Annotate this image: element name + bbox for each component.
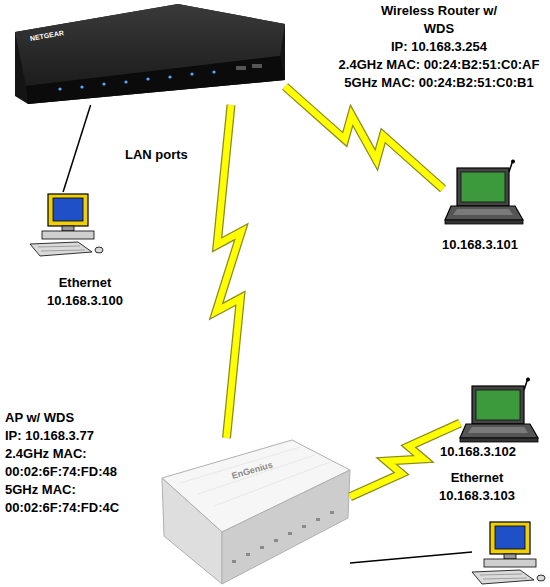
device-detail: 2.4GHz MAC: 00:02:6F:74:FD:48 <box>5 445 155 481</box>
wireless-link <box>285 87 443 189</box>
network-device: 10.168.3.101 <box>443 160 525 232</box>
network-device: Ethernet 10.168.3.100 <box>28 192 106 258</box>
device-detail: IP: 10.168.3.254 <box>330 38 548 56</box>
desktop-pc-icon <box>30 194 103 256</box>
network-device: Ethernet 10.168.3.103 <box>472 520 544 584</box>
device-detail: 2.4GHz MAC: 00:24:B2:51:C0:AF <box>330 56 548 74</box>
wireless-link <box>216 105 241 438</box>
ethernet-cable <box>350 552 472 563</box>
device-name: 10.168.3.102 <box>428 443 528 461</box>
desktop-pc-icon <box>472 522 545 584</box>
laptop-icon <box>460 378 538 443</box>
device-caption: Ethernet 10.168.3.100 <box>40 274 130 310</box>
laptop-icon <box>445 160 523 225</box>
device-caption: Wireless Router w/ WDSIP: 10.168.3.2542.… <box>330 2 548 92</box>
device-name: Wireless Router w/ WDS <box>377 2 502 38</box>
device-caption: Ethernet 10.168.3.103 <box>432 469 522 505</box>
port-label: LAN ports <box>125 146 188 163</box>
device-detail: 5GHz MAC: 00:02:6F:74:FD:4C <box>5 481 155 517</box>
device-caption: 10.168.3.101 <box>430 236 530 254</box>
network-device: Wireless Router w/ WDSIP: 10.168.3.2542.… <box>15 2 285 105</box>
ethernet-cable <box>63 105 91 192</box>
device-caption: 10.168.3.102 <box>428 443 528 461</box>
network-device: AP w/ WDSIP: 10.168.3.772.4GHz MAC: 00:0… <box>160 438 350 585</box>
network-device: 10.168.3.102 <box>460 380 534 440</box>
device-detail: 5GHz MAC: 00:24:B2:51:C0:B1 <box>330 74 548 92</box>
device-name: Ethernet 10.168.3.100 <box>40 274 130 310</box>
device-detail: IP: 10.168.3.77 <box>5 427 155 445</box>
device-name: Ethernet 10.168.3.103 <box>432 469 522 505</box>
device-name: AP w/ WDS <box>5 409 155 427</box>
device-caption: AP w/ WDSIP: 10.168.3.772.4GHz MAC: 00:0… <box>5 409 155 517</box>
device-name: 10.168.3.101 <box>430 236 530 254</box>
wireless-link <box>350 423 460 497</box>
